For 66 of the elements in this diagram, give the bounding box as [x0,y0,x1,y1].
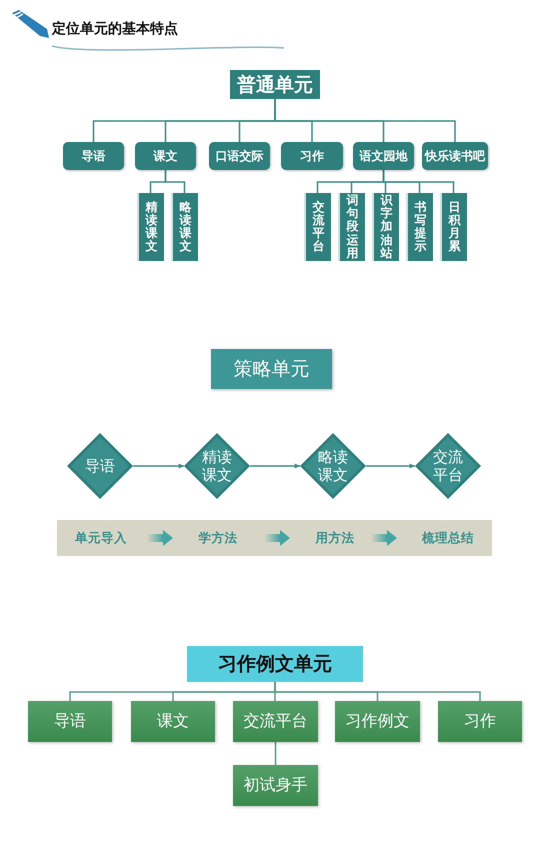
arrow [366,464,416,468]
vertical-label: 词句段运用 [346,194,358,260]
category-box [135,142,196,170]
node-label: 习作 [464,711,496,732]
node-label: 导语 [54,711,86,732]
stage-label: 用方法 [310,530,360,546]
arrow [250,464,301,468]
vertical-label: 识字加油站 [380,194,392,260]
node-label: 课文 [154,148,178,164]
connector-line [274,682,481,701]
step-diamond [67,433,133,499]
step-diamond [415,433,481,499]
stage-label: 梳理总结 [417,530,479,546]
vertical-box [304,193,331,261]
step-label: 略读课文 [318,448,348,484]
category-box [63,142,124,170]
category-box [422,142,488,170]
node-label: 初试身手 [244,775,308,796]
connector-line [274,742,276,765]
vertical-label: 日积月累 [448,200,460,254]
step-diamond [184,433,250,499]
step-label: 精读课文 [202,448,232,484]
node-label: 策略单元 [234,357,310,382]
section-title: 定位单元的基本特点 [52,20,178,38]
node-label: 课文 [157,711,189,732]
stage-label: 单元导入 [70,530,132,546]
unit-title-box [211,349,332,389]
unit-title-box [230,70,320,99]
vertical-box [372,193,399,261]
vertical-box [137,193,164,261]
node-label: 快乐读书吧 [425,148,485,164]
category-box [438,701,522,742]
vertical-box [338,193,365,261]
node-label: 普通单元 [237,72,313,98]
category-box [353,142,414,170]
vertical-box [406,193,433,261]
category-box [28,701,112,742]
category-box [233,765,318,806]
node-label: 习作例文单元 [218,652,332,677]
node-label: 导语 [82,148,106,164]
vertical-label: 交流平台 [312,200,324,254]
step-label: 导语 [85,457,115,475]
category-box [131,701,215,742]
node-label: 交流平台 [244,711,308,732]
node-label: 习作 [300,148,324,164]
vertical-box [440,193,467,261]
arrow [133,464,185,468]
unit-title-box [187,646,363,682]
node-label: 习作例文 [346,711,410,732]
category-box [233,701,318,742]
step-label: 交流平台 [433,448,463,484]
connector-line [164,170,186,193]
vertical-box [171,193,198,261]
step-diamond [300,433,366,499]
vertical-label: 精读课文 [146,200,158,254]
stage-label: 学方法 [193,530,243,546]
node-label: 口语交际 [216,148,264,164]
node-label: 语文园地 [360,148,408,164]
vertical-label: 略读课文 [180,200,192,254]
stage-band [57,520,492,556]
connector-line [274,99,456,142]
category-box [209,142,270,170]
vertical-label: 书写提示 [414,200,426,254]
category-box [335,701,420,742]
category-box [281,142,343,170]
connector-line [382,170,454,193]
